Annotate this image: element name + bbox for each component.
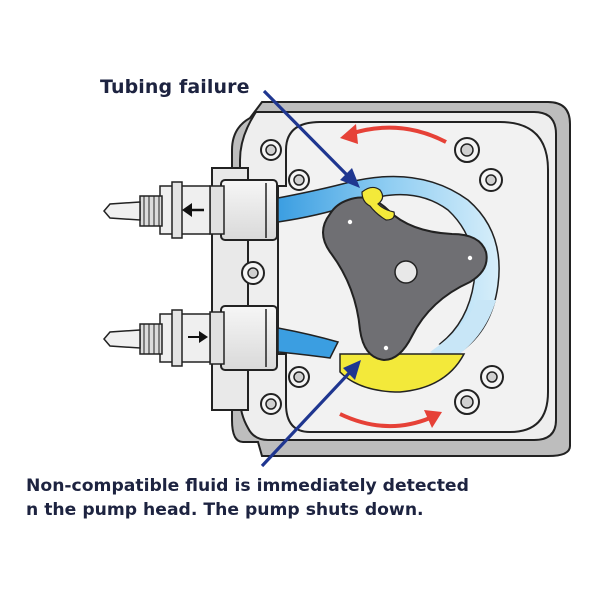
outlet-fitting <box>103 179 278 241</box>
pointer-arrow-icon <box>260 360 361 468</box>
screw-bottom-right-lower <box>454 389 480 415</box>
rotation-arrow-icon <box>339 410 442 429</box>
screw-top-right-lower <box>479 168 503 192</box>
screw-bottom-right-upper <box>480 365 504 389</box>
screw-bottom-center <box>288 366 310 388</box>
screw-top-right-upper <box>454 137 480 163</box>
caption-line-1: Non-compatible fluid is immediately dete… <box>26 476 469 496</box>
screw-bottom-left <box>260 393 282 415</box>
screw-middle-left <box>241 261 265 285</box>
pump-rotor <box>322 196 488 362</box>
inlet-fitting <box>103 305 278 371</box>
flow-direction-arrow-icon <box>182 203 204 217</box>
caption-line-2: n the pump head. The pump shuts down. <box>26 500 424 520</box>
non-compatible-fluid <box>339 353 466 393</box>
pump-tubing <box>277 175 500 362</box>
tubing-failure-label: Tubing failure <box>100 76 250 98</box>
rotation-arrow-icon <box>340 124 447 144</box>
pointer-arrow-icon <box>262 89 360 188</box>
screw-top-left <box>260 139 282 161</box>
detection-caption: Non-compatible fluid is immediately dete… <box>26 474 469 522</box>
flow-direction-arrow-icon <box>188 331 208 343</box>
screw-top-center <box>288 169 310 191</box>
tubing-failure-leak <box>361 186 395 221</box>
